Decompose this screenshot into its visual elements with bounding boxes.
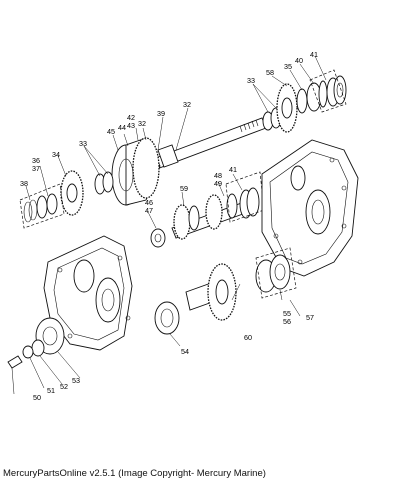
output-gear[interactable]: [185, 263, 237, 321]
bearing-54[interactable]: [154, 301, 180, 335]
callout-44: 44: [118, 123, 126, 132]
callout-48: 48: [214, 171, 222, 180]
countershaft-assembly[interactable]: [150, 187, 260, 248]
upper-gear-cluster[interactable]: [262, 75, 347, 133]
callout-57: 57: [306, 313, 314, 322]
callout-40: 40: [295, 56, 303, 65]
callout-33-upper: 33: [247, 76, 255, 85]
left-gear-group[interactable]: [23, 170, 114, 223]
callout-55: 55: [283, 309, 291, 318]
callout-35: 35: [284, 62, 292, 71]
transmission-exploded-diagram: 32 39 33 58 35 40 41 42 43 44 45 32 33 3…: [7, 50, 359, 402]
callout-32-shaft: 32: [183, 100, 191, 109]
callout-42: 42: [127, 113, 135, 122]
callout-41-upper: 41: [310, 50, 318, 59]
callout-47: 47: [145, 206, 153, 215]
callout-58: 58: [266, 68, 274, 77]
callout-39: 39: [157, 109, 165, 118]
callout-41-middle: 41: [229, 165, 237, 174]
callout-32-drum: 32: [138, 119, 146, 128]
callout-37: 37: [32, 164, 40, 173]
callout-53: 53: [72, 376, 80, 385]
callout-59: 59: [180, 184, 188, 193]
callout-labels: 32 39 33 58 35 40 41 42 43 44 45 32 33 3…: [20, 50, 318, 402]
callout-60: 60: [244, 333, 252, 342]
callout-43: 43: [127, 121, 135, 130]
output-shaft[interactable]: [149, 117, 267, 171]
callout-49: 49: [214, 179, 222, 188]
callout-54: 54: [181, 347, 189, 356]
transmission-housing-left[interactable]: [43, 235, 133, 351]
transmission-housing-right[interactable]: [261, 139, 359, 277]
callout-38: 38: [20, 179, 28, 188]
copyright-caption: MercuryPartsOnline v2.5.1 (Image Copyrig…: [3, 468, 266, 479]
callout-50: 50: [33, 393, 41, 402]
callout-45: 45: [107, 127, 115, 136]
callout-56: 56: [283, 317, 291, 326]
callout-46: 46: [145, 198, 153, 207]
callout-52: 52: [60, 382, 68, 391]
callout-51: 51: [47, 386, 55, 395]
bearing-55-56[interactable]: [255, 254, 291, 293]
callout-34: 34: [52, 150, 60, 159]
leader-lines: [11, 55, 327, 395]
clutch-drum[interactable]: [111, 137, 161, 206]
output-flange[interactable]: [7, 317, 65, 369]
callout-33-left: 33: [79, 139, 87, 148]
callout-36: 36: [32, 156, 40, 165]
